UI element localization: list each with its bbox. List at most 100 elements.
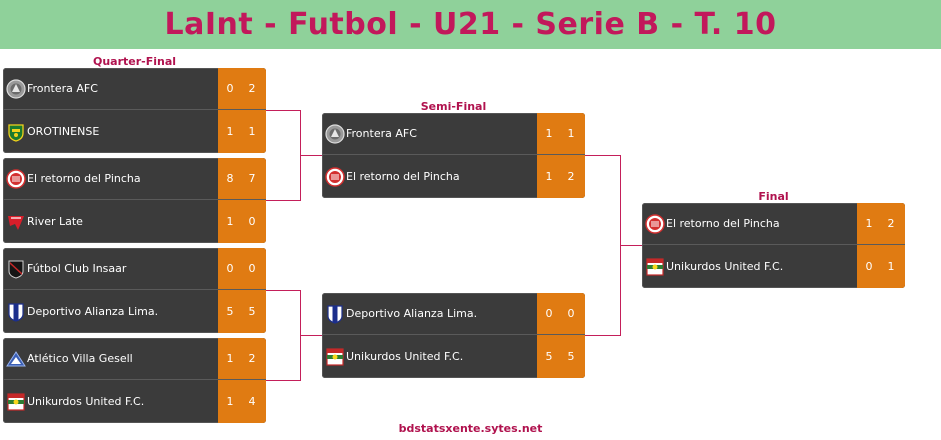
score-leg-1: 0 <box>545 307 553 320</box>
score-leg-2: 2 <box>887 217 895 230</box>
score-leg-1: 0 <box>226 262 234 275</box>
alianza-crest-icon <box>325 304 345 324</box>
score-leg-1: 1 <box>226 352 234 365</box>
score-leg-1: 1 <box>545 127 553 140</box>
team-row[interactable]: Frontera AFC 0 2 <box>3 68 266 110</box>
team-name[interactable]: OROTINENSE <box>27 125 100 138</box>
team-name[interactable]: Unikurdos United F.C. <box>666 260 784 273</box>
score-leg-1: 5 <box>545 350 553 363</box>
team-name[interactable]: Unikurdos United F.C. <box>27 395 145 408</box>
score-leg-2: 0 <box>248 262 256 275</box>
pincha-crest-icon <box>645 213 665 234</box>
score-leg-2: 1 <box>887 260 895 273</box>
score-leg-2: 2 <box>248 82 256 95</box>
team-name[interactable]: Frontera AFC <box>27 82 98 95</box>
bracket-connector <box>300 155 322 156</box>
score-leg-1: 8 <box>226 172 234 185</box>
score-leg-2: 0 <box>248 215 256 228</box>
team-name[interactable]: Unikurdos United F.C. <box>346 350 464 363</box>
team-name[interactable]: River Late <box>27 215 83 228</box>
page-title: LaInt - Futbol - U21 - Serie B - T. 10 <box>164 7 777 42</box>
unikurdos-crest-icon <box>6 392 26 412</box>
score-leg-1: 1 <box>226 395 234 408</box>
score-leg-2: 2 <box>248 352 256 365</box>
footer-site[interactable]: bdstatsxente.sytes.net <box>398 422 543 435</box>
title-bar: LaInt - Futbol - U21 - Serie B - T. 10 <box>0 0 941 49</box>
score-leg-1: 0 <box>865 260 873 273</box>
team-name[interactable]: Deportivo Alianza Lima. <box>346 307 478 320</box>
unikurdos-crest-icon <box>645 257 665 277</box>
bracket-connector <box>266 110 301 111</box>
round-label-semi: Semi-Final <box>420 100 487 113</box>
score-leg-1: 0 <box>226 82 234 95</box>
team-name[interactable]: El retorno del Pincha <box>346 170 460 183</box>
pincha-crest-icon <box>6 168 26 189</box>
score-leg-2: 5 <box>567 350 575 363</box>
team-name[interactable]: Frontera AFC <box>346 127 417 140</box>
score-leg-1: 5 <box>226 305 234 318</box>
score-leg-1: 1 <box>226 215 234 228</box>
frontera-crest-icon <box>325 123 345 144</box>
team-name[interactable]: Fútbol Club Insaar <box>27 262 127 275</box>
bracket-connector <box>620 245 642 246</box>
score-leg-2: 1 <box>248 125 256 138</box>
team-name[interactable]: El retorno del Pincha <box>27 172 141 185</box>
round-label-quarter: Quarter-Final <box>92 55 177 68</box>
unikurdos-crest-icon <box>325 347 345 367</box>
score-leg-2: 4 <box>248 395 256 408</box>
team-name[interactable]: Atlético Villa Gesell <box>27 352 133 365</box>
bracket-connector <box>266 380 301 381</box>
bracket-connector <box>266 290 301 291</box>
score-leg-1: 1 <box>226 125 234 138</box>
score-leg-1: 1 <box>545 170 553 183</box>
bracket-connector <box>585 335 621 336</box>
river-late-crest-icon <box>6 212 26 232</box>
bracket-connector <box>266 200 301 201</box>
bracket-connector <box>585 155 621 156</box>
score-leg-2: 1 <box>567 127 575 140</box>
score-leg-2: 5 <box>248 305 256 318</box>
score-leg-1: 1 <box>865 217 873 230</box>
villa-gesell-crest-icon <box>6 349 26 369</box>
pincha-crest-icon <box>325 166 345 187</box>
insaar-crest-icon <box>6 259 26 279</box>
team-name[interactable]: Deportivo Alianza Lima. <box>27 305 159 318</box>
round-label-final: Final <box>758 190 789 203</box>
team-name[interactable]: El retorno del Pincha <box>666 217 780 230</box>
score-leg-2: 0 <box>567 307 575 320</box>
score-leg-2: 7 <box>248 172 256 185</box>
